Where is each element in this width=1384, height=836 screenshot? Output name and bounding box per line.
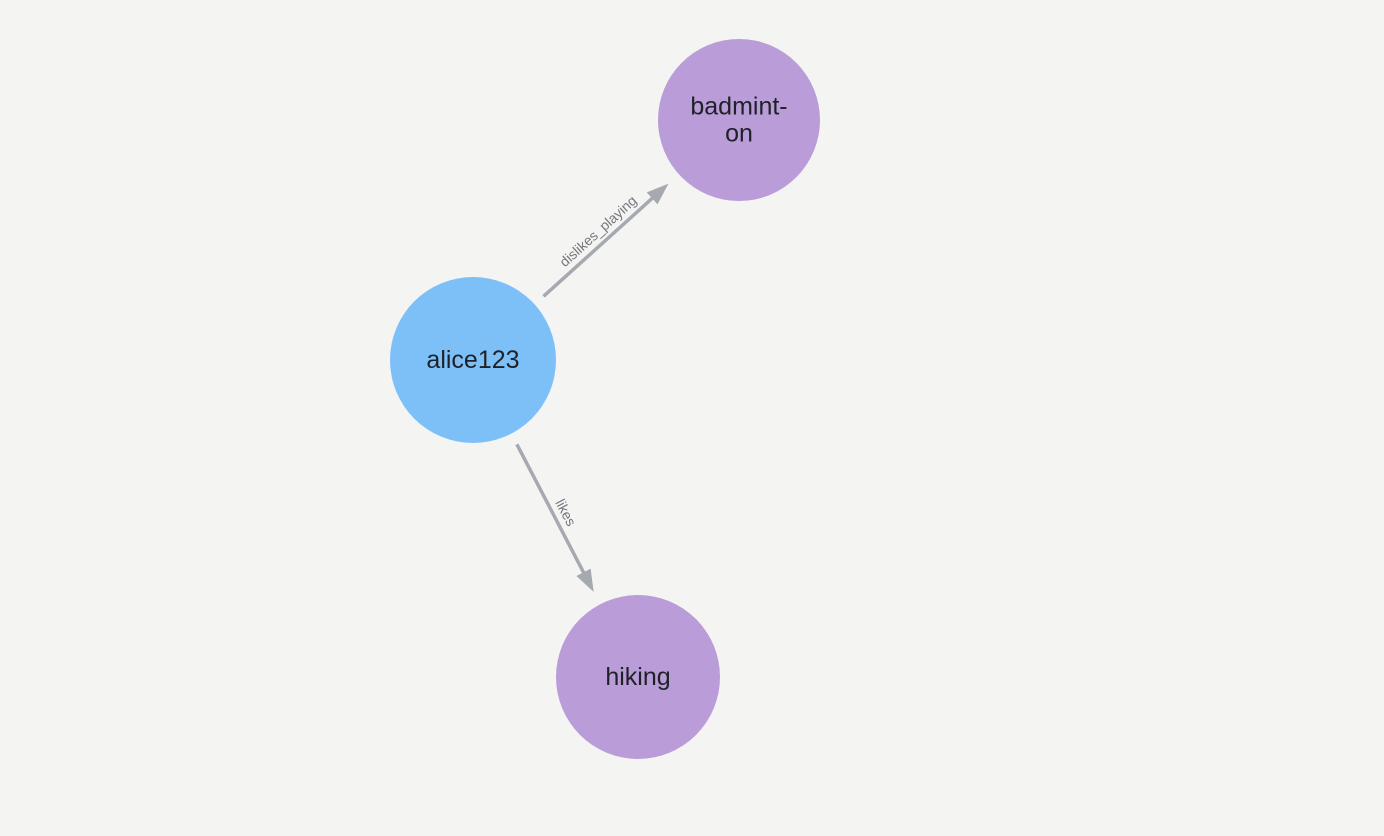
node-hiking[interactable]: hiking — [556, 595, 720, 759]
edge-likes[interactable]: likes — [515, 443, 594, 592]
edge-line[interactable] — [515, 443, 588, 579]
edge-line[interactable] — [542, 193, 658, 298]
edge-dislikes_playing[interactable]: dislikes_playing — [542, 183, 669, 298]
edge-label: dislikes_playing — [556, 192, 640, 270]
node-alice123[interactable]: alice123 — [390, 277, 556, 443]
node-circle[interactable] — [556, 595, 720, 759]
arrowhead-icon — [646, 183, 669, 205]
arrowhead-icon — [576, 568, 594, 592]
node-circle[interactable] — [390, 277, 556, 443]
node-badminton[interactable]: badmint-on — [658, 39, 820, 201]
node-circle[interactable] — [658, 39, 820, 201]
